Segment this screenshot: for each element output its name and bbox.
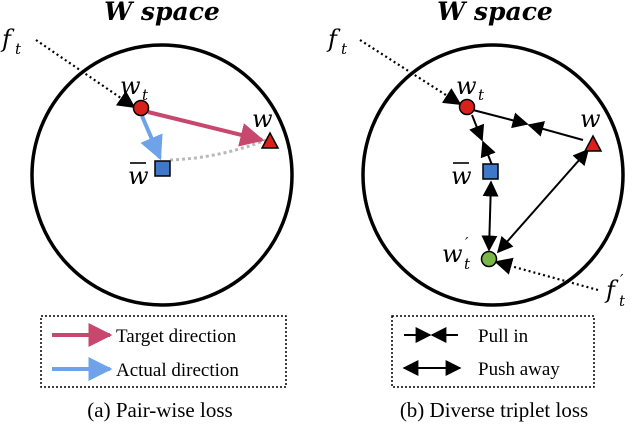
svg-text:t: t <box>619 292 626 310</box>
panel-a-legend-box <box>40 315 287 388</box>
panel-b-label-f-t: f t <box>326 25 348 58</box>
panel-b-push-w-w-t-prime <box>496 148 590 254</box>
svg-text:f: f <box>604 276 619 304</box>
panel-b-input-arrow <box>359 39 462 105</box>
panel-a-caption: (a) Pair-wise loss <box>87 398 232 422</box>
svg-text:t: t <box>478 86 485 104</box>
svg-text:w: w <box>120 72 141 100</box>
panel-b-label-w-t-prime: w t ′ <box>442 234 471 273</box>
panel-b-legend-push-label: Push away <box>478 359 560 380</box>
panel-b-w-t-prime-marker <box>480 250 498 268</box>
panel-b-legend-pull-label: Pull in <box>478 326 529 347</box>
svg-text:t: t <box>341 40 348 58</box>
panel-b-space-circle <box>361 43 625 307</box>
panel-b-pull-w-t-w-b <box>527 121 584 141</box>
svg-text:′: ′ <box>465 234 469 252</box>
panel-a-target-arrow <box>147 110 265 147</box>
panel-a-space-circle <box>30 43 294 307</box>
panel-a-w-t-marker <box>132 99 150 117</box>
svg-text:f: f <box>0 25 15 53</box>
panel-a-label-f-t: f t <box>0 25 22 58</box>
panel-a-actual-arrow <box>140 115 163 161</box>
svg-text:′: ′ <box>620 271 624 289</box>
svg-text:w: w <box>128 162 149 190</box>
panel-b-push-w-bar-w-t-prime <box>481 180 499 252</box>
panel-b-label-w-t: w t <box>456 72 485 104</box>
panel-b-w-bar-marker <box>482 163 499 180</box>
panel-a-legend-actual-label: Actual direction <box>116 360 239 381</box>
panel-b-pull-w-t-w-bar-a <box>469 114 485 142</box>
panel-b-w-t-marker <box>458 98 476 116</box>
panel-b-w-marker <box>583 134 603 152</box>
panel-a-w-marker <box>260 131 280 149</box>
svg-text:t: t <box>142 86 149 104</box>
panel-b: W space f t f t ′ w t <box>326 0 626 422</box>
svg-text:t: t <box>15 40 22 58</box>
panel-b-pull-w-t-w-a <box>472 109 529 129</box>
panel-b-input-arrow-prime <box>494 257 599 292</box>
panel-a-label-w: w <box>252 105 273 133</box>
panel-a-label-w-bar: w <box>128 162 149 190</box>
panel-a-label-w-t: w t <box>120 72 149 104</box>
panel-a-title: W space <box>104 0 220 26</box>
svg-text:t: t <box>464 255 471 273</box>
panel-b-label-w: w <box>580 105 601 133</box>
panel-a-w-bar-marker <box>154 160 171 177</box>
svg-text:w: w <box>451 162 472 190</box>
panel-b-title: W space <box>437 0 553 26</box>
svg-text:w: w <box>442 240 463 268</box>
svg-text:w: w <box>456 72 477 100</box>
panel-b-legend-box <box>391 315 595 388</box>
panel-b-label-w-bar: w <box>451 162 472 190</box>
panel-a-gap-curve <box>169 138 267 162</box>
panel-b-pull-w-t-w-bar-b <box>480 140 496 166</box>
panel-a-legend-target-label: Target direction <box>116 326 237 347</box>
svg-text:f: f <box>326 25 341 53</box>
panel-b-label-f-t-prime: f t ′ <box>604 271 626 310</box>
panel-b-caption: (b) Diverse triplet loss <box>400 398 588 422</box>
panel-a: W space f t w t w w Target <box>0 0 294 422</box>
